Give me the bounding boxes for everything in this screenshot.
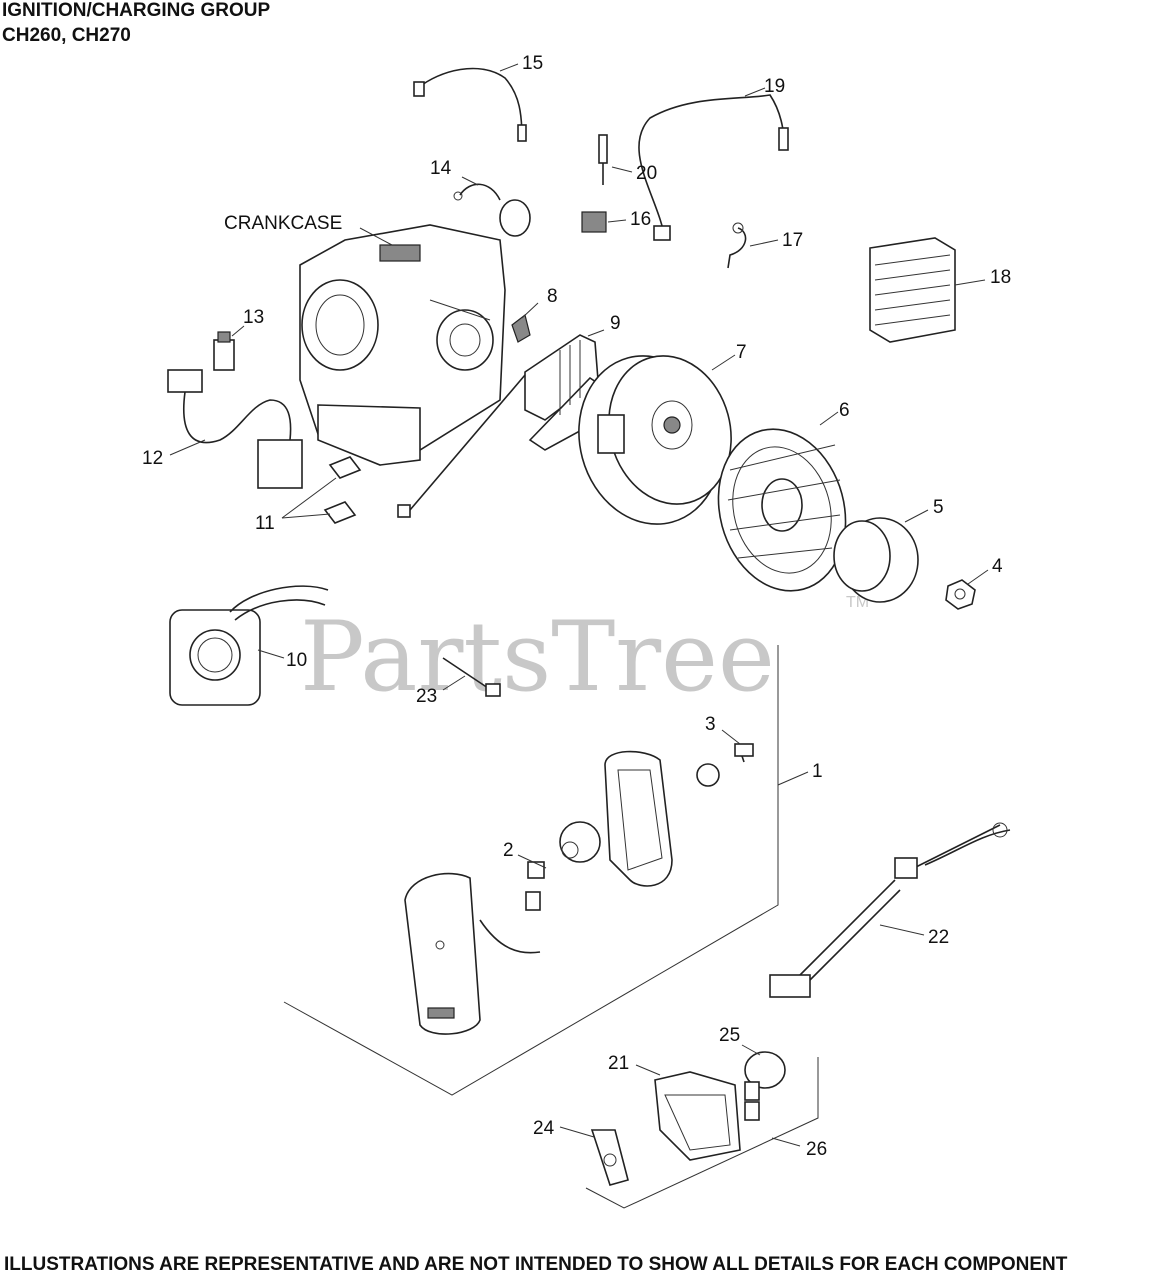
- part-24-gasket[interactable]: [559, 1126, 629, 1186]
- callout-12: 12: [142, 448, 163, 469]
- callout-26: 26: [806, 1139, 827, 1160]
- part-12-ignition-module[interactable]: [167, 369, 303, 489]
- part-13-spark-plug[interactable]: [213, 325, 245, 371]
- part-18-rectifier[interactable]: [869, 237, 986, 343]
- callout-6: 6: [839, 400, 850, 421]
- callout-16: 16: [630, 209, 651, 230]
- part-23-connector[interactable]: [442, 657, 501, 697]
- part-17-ground-wire[interactable]: [727, 222, 779, 269]
- group-1-assembly-outline: [283, 645, 809, 1096]
- part-14-sensor[interactable]: [453, 176, 531, 237]
- group-26-assembly-outline: [585, 1057, 819, 1209]
- part-25-key-switch[interactable]: [741, 1044, 786, 1121]
- callout-18: 18: [990, 267, 1011, 288]
- part-22-wiring-harness[interactable]: [769, 822, 1011, 998]
- part-21-key-panel[interactable]: [635, 1064, 741, 1161]
- part-5-screen-hub[interactable]: [833, 509, 929, 603]
- callout-20: 20: [636, 163, 657, 184]
- control-panel-cover[interactable]: [604, 750, 673, 887]
- callout-1: 1: [812, 761, 823, 782]
- callout-4: 4: [992, 556, 1003, 577]
- crankcase[interactable]: [299, 224, 506, 466]
- callout-11: 11: [255, 513, 275, 534]
- watermark-text: PartsTree: [300, 601, 775, 713]
- callout-13: 13: [243, 307, 264, 328]
- callout-7: 7: [736, 342, 747, 363]
- part-20-spark-lead[interactable]: [598, 134, 633, 185]
- label-crankcase: CRANKCASE: [224, 213, 342, 234]
- callout-9: 9: [610, 313, 621, 334]
- callout-15: 15: [522, 53, 543, 74]
- part-3-bolt[interactable]: [696, 729, 754, 787]
- part-19-wire[interactable]: [638, 87, 789, 241]
- part-7-flywheel-guard[interactable]: [560, 340, 747, 540]
- callout-24: 24: [533, 1118, 555, 1139]
- callout-21: 21: [608, 1053, 629, 1074]
- callout-8: 8: [547, 286, 558, 307]
- callout-10: 10: [286, 650, 307, 671]
- callout-3: 3: [705, 714, 716, 735]
- part-10-stator-plate[interactable]: [169, 585, 329, 706]
- disclaimer-footer: ILLUSTRATIONS ARE REPRESENTATIVE AND ARE…: [4, 1254, 1068, 1275]
- control-panel-front[interactable]: [404, 872, 541, 1035]
- part-8-bracket[interactable]: [511, 302, 539, 343]
- diagram-title: IGNITION/CHARGING GROUP: [2, 0, 271, 21]
- exploded-parts-diagram: PartsTree TM: [142, 53, 1011, 1209]
- callout-2: 2: [503, 840, 514, 861]
- part-16-clip[interactable]: [581, 211, 627, 233]
- part-11-screws[interactable]: [281, 456, 362, 524]
- part-15-lead-wire[interactable]: [413, 63, 527, 142]
- part-4-nut[interactable]: [945, 569, 989, 610]
- part-9-stator[interactable]: [397, 329, 605, 518]
- callout-22: 22: [928, 927, 949, 948]
- callout-23: 23: [416, 686, 437, 707]
- part-2-key-switch[interactable]: [517, 821, 601, 911]
- callout-17: 17: [782, 230, 803, 251]
- callout-19: 19: [764, 76, 785, 97]
- engine-models: CH260, CH270: [2, 25, 131, 46]
- callout-14: 14: [430, 158, 452, 179]
- callout-5: 5: [933, 497, 944, 518]
- callout-25: 25: [719, 1025, 740, 1046]
- part-6-flywheel[interactable]: [701, 411, 863, 605]
